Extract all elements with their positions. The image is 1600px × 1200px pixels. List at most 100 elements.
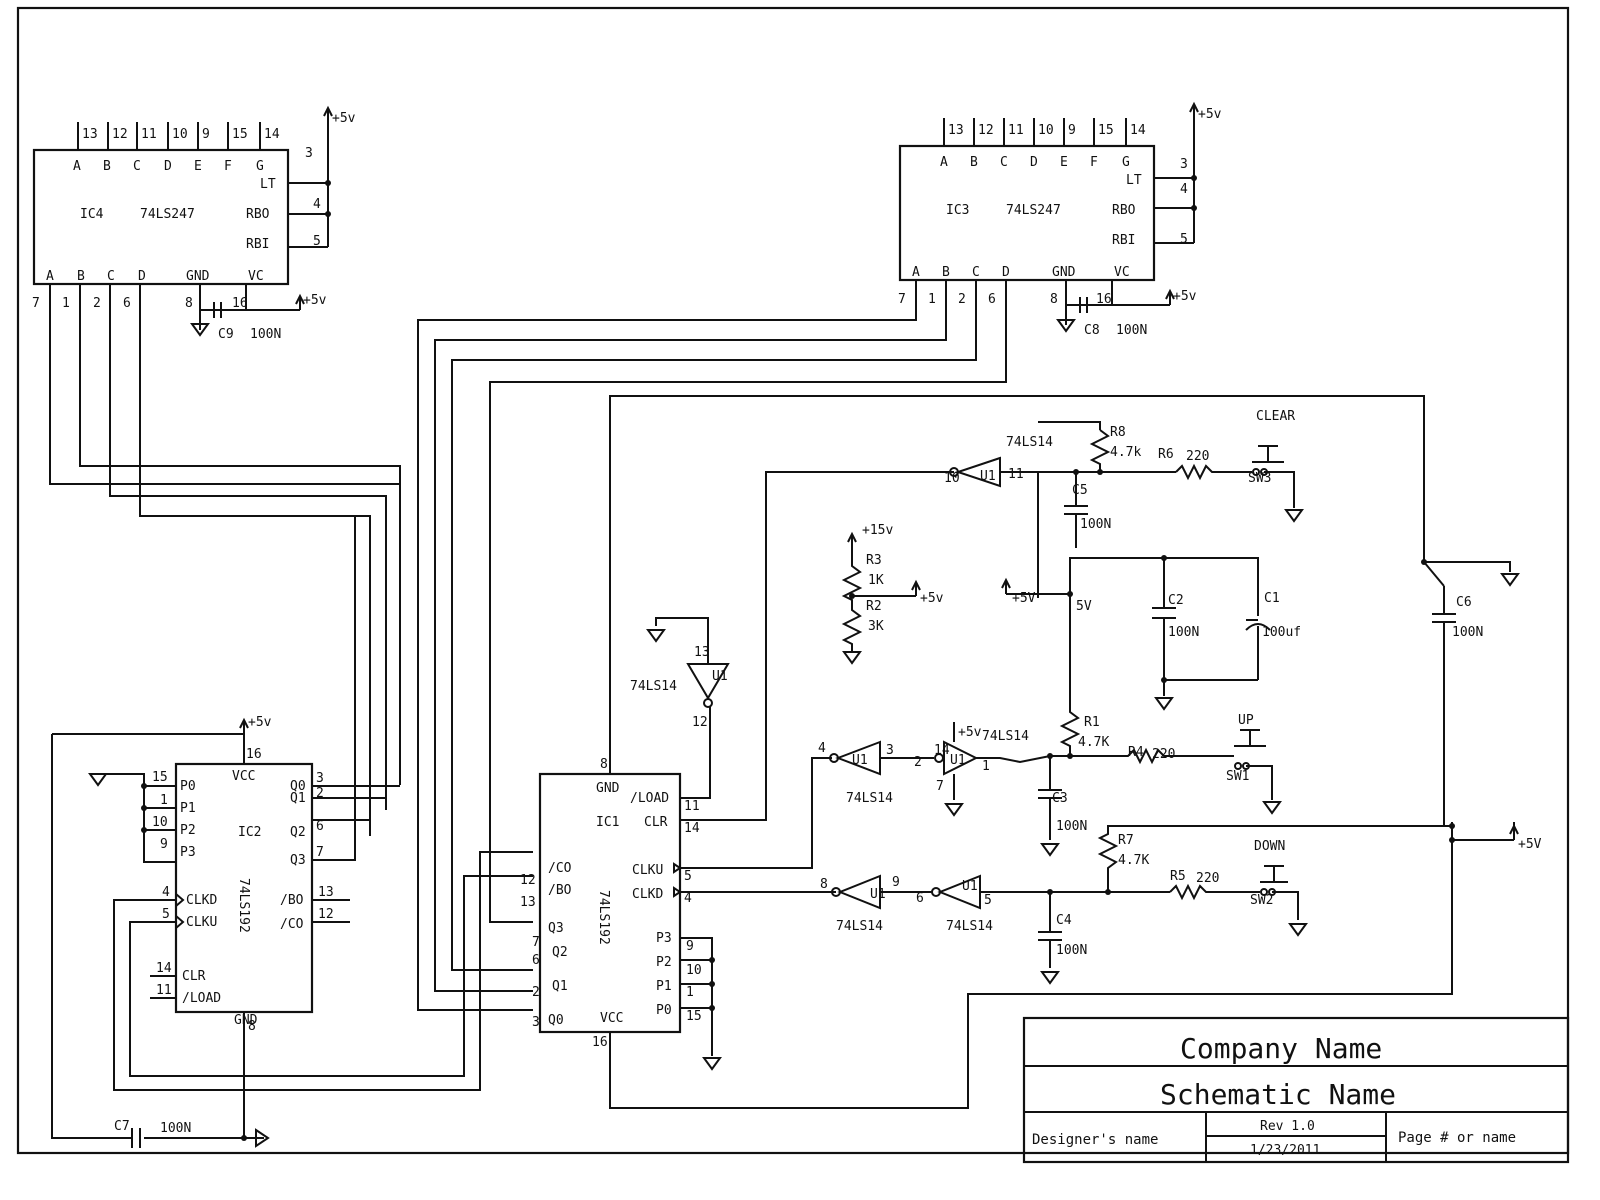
ic1-p1: P1	[656, 979, 672, 994]
ic3-bcd-label: D	[1002, 265, 1010, 280]
ic1-vcc-label: VCC	[600, 1011, 623, 1026]
r3-plus15v: +15v	[862, 523, 893, 538]
ic4-bcd-label: D	[138, 269, 146, 284]
ic1-p0: P0	[656, 1003, 672, 1018]
designer-name: Designer's name	[1032, 1132, 1158, 1148]
ic2-p2: P2	[180, 823, 196, 838]
r3-label: R3	[866, 553, 882, 568]
sw2-label: SW2	[1250, 893, 1273, 908]
ic2-pin16: 16	[246, 747, 262, 762]
ic2-vcc-label: VCC	[232, 769, 255, 784]
ic4-pin-num: 5	[313, 234, 321, 249]
ic2-pin-num: 11	[156, 983, 172, 998]
ic3-pin-num: 5	[1180, 232, 1188, 247]
c1-label: C1	[1264, 591, 1280, 606]
ic2-pin-num: 13	[318, 885, 334, 900]
u1-label: U1	[962, 879, 978, 894]
u1-pin-num: 10	[944, 471, 960, 486]
ic1-pin-num: 12	[520, 873, 536, 888]
up-label: UP	[1238, 713, 1254, 728]
ic3-pin-num: 16	[1096, 292, 1112, 307]
u1-pin-num: 4	[818, 741, 826, 756]
c9-label: C9	[218, 327, 234, 342]
u1-pin-num: 9	[892, 875, 900, 890]
ic2-clku: CLKU	[186, 915, 217, 930]
r8-label: R8	[1110, 425, 1126, 440]
ic4-pin-label: D	[164, 159, 172, 174]
ic3-rbo-label: RBO	[1112, 203, 1136, 218]
ic1-name: IC1	[596, 815, 619, 830]
ic2-pin-num: 14	[156, 961, 172, 976]
ic1-pin-num: 11	[684, 799, 700, 814]
ic4-seg-pin: 10	[172, 127, 188, 142]
title-block: Company Name Schematic Name Designer's n…	[1022, 1016, 1570, 1164]
u1-pin-num: 2	[914, 755, 922, 770]
ic4-pin-num: 8	[185, 296, 193, 311]
ic1-pin-num: 10	[686, 963, 702, 978]
ic3-gnd-label: GND	[1052, 265, 1076, 280]
ic4-plus5v: +5v	[332, 111, 356, 126]
ic1-bo: /BO	[548, 883, 572, 898]
ic2-pin-num: 3	[316, 771, 324, 786]
ic4-pin-num: 7	[32, 296, 40, 311]
ic3-part: 74LS247	[1006, 203, 1061, 218]
ic1-pin8: 8	[600, 757, 608, 772]
ic2-bo: /BO	[280, 893, 304, 908]
ic3-pin-label: F	[1090, 155, 1098, 170]
ic1-pin-num: 3	[532, 1015, 540, 1030]
c3-label: C3	[1052, 791, 1068, 806]
c4-value: 100N	[1056, 943, 1087, 958]
c5-label: C5	[1072, 483, 1088, 498]
company-name: Company Name	[1180, 1032, 1382, 1065]
ic3-bcd-label: C	[972, 265, 980, 280]
ic2-pin8: 8	[248, 1019, 256, 1034]
ic3-name: IC3	[946, 203, 969, 218]
ic3-pin-num: 3	[1180, 157, 1188, 172]
u1-pin-num: 1	[982, 759, 990, 774]
ic2-part: 74LS192	[236, 878, 251, 933]
u1-pin-num: 12	[692, 715, 708, 730]
r7-value: 4.7K	[1118, 853, 1149, 868]
ic4-bcd-label: C	[107, 269, 115, 284]
ic3-pin-num: 8	[1050, 292, 1058, 307]
sheet-border	[16, 6, 1570, 1155]
ic4-seg-pin: 12	[112, 127, 128, 142]
r3-value: 1K	[868, 573, 884, 588]
ic2-clkd: CLKD	[186, 893, 217, 908]
ic3-seg-pin: 12	[978, 123, 994, 138]
c4-label: C4	[1056, 913, 1072, 928]
ic2-pin-num: 5	[162, 907, 170, 922]
ic3-rbi-label: RBI	[1112, 233, 1135, 248]
ic4-pin-label: C	[133, 159, 141, 174]
r6-label: R6	[1158, 447, 1174, 462]
ic1-pin-num: 6	[532, 953, 540, 968]
ic4-pin-num: 6	[123, 296, 131, 311]
ic3-bcd-label: B	[942, 265, 950, 280]
ic2-plus5v: +5v	[248, 715, 272, 730]
ic1-p2: P2	[656, 955, 672, 970]
c9-value: 100N	[250, 327, 281, 342]
r8-value: 4.7k	[1110, 445, 1141, 460]
ic4-seg-pin: 9	[202, 127, 210, 142]
ic3-pin-num: 6	[988, 292, 996, 307]
ic1-pin-num: 4	[684, 891, 692, 906]
ic4-pin-num: 16	[232, 296, 248, 311]
ic4-seg-pin: 14	[264, 127, 280, 142]
ic2-clr: CLR	[182, 969, 206, 984]
u1-pin-num: 13	[694, 645, 710, 660]
ic1-load: /LOAD	[630, 791, 669, 806]
ic2-counter: +5v 16 VCC 15 1 10 9 P0 P1 P2 P3 Q0 Q1 Q…	[51, 516, 533, 1148]
c9-plus5v: +5v	[303, 293, 327, 308]
ic4-part: 74LS247	[140, 207, 195, 222]
ic1-q0: Q0	[548, 1013, 564, 1028]
ic1-pin-num: 14	[684, 821, 700, 836]
ic2-q3: Q3	[290, 853, 306, 868]
u1-part: 74LS14	[982, 729, 1029, 744]
c6-circuit: C6 100N +5V	[1421, 559, 1542, 852]
u1-pin-num: 14	[934, 743, 950, 758]
ic2-name: IC2	[238, 825, 261, 840]
u1-part: 74LS14	[846, 791, 893, 806]
ic2-p1: P1	[180, 801, 196, 816]
u1-pin-num: 6	[916, 891, 924, 906]
ic1-clkd: CLKD	[632, 887, 663, 902]
